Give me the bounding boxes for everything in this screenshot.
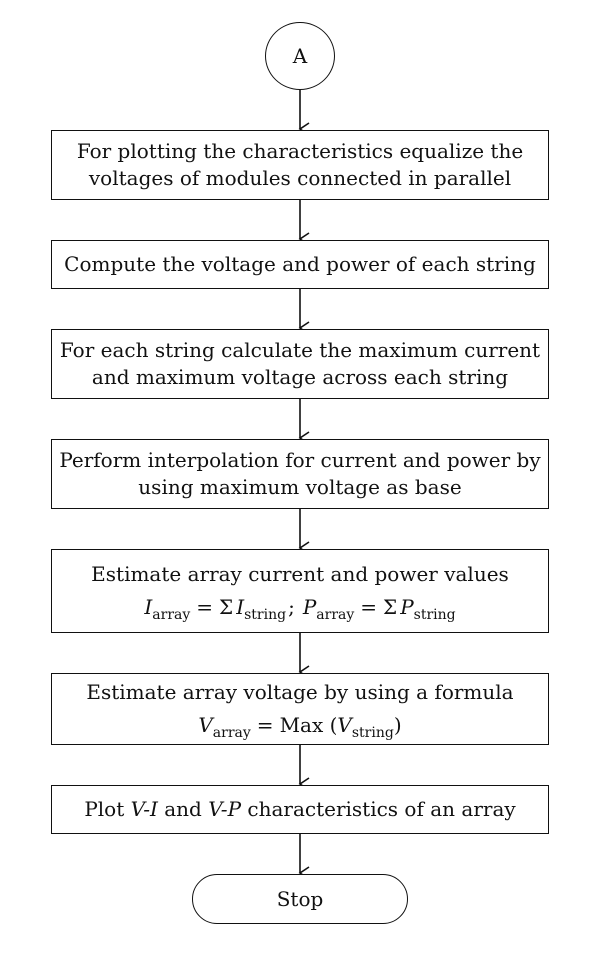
step-equalize-voltages-line-2: voltages of modules connected in paralle… [88, 166, 512, 190]
step-perform-interpolation: Perform interpolation for current and po… [51, 439, 549, 509]
connector-a: A [265, 22, 335, 90]
power-symbol: P [400, 595, 414, 619]
step-compute-string-voltage-power: Compute the voltage and power of each st… [51, 240, 549, 289]
step-equalize-voltages: For plotting the characteristics equaliz… [51, 130, 549, 200]
array-subscript: array [212, 725, 251, 741]
array-subscript: array [316, 607, 355, 623]
open-parenthesis: ( [329, 713, 338, 737]
array-voltage-formula: Varray=Max (Vstring) [198, 712, 402, 741]
equals-sign: = [256, 713, 274, 737]
voltage-symbol: V [337, 713, 352, 737]
string-subscript: string [244, 607, 287, 623]
step-compute-string-voltage-power-text: Compute the voltage and power of each st… [64, 252, 536, 276]
vi-label: V-I [130, 797, 158, 821]
step-equalize-voltages-line-1: For plotting the characteristics equaliz… [76, 139, 524, 163]
step-calculate-max-current-voltage: For each string calculate the maximum cu… [51, 329, 549, 399]
voltage-symbol: V [198, 713, 213, 737]
max-function: Max [279, 713, 324, 737]
equals-sign: = [196, 595, 214, 619]
plot-prefix: Plot [84, 797, 125, 821]
equals-sign: = [360, 595, 378, 619]
current-symbol: I [236, 595, 245, 619]
step-plot-characteristics-text: Plot V-I and V-P characteristics of an a… [84, 796, 515, 823]
vp-label: V-P [208, 797, 242, 821]
step-calculate-max-current-voltage-line-1: For each string calculate the maximum cu… [59, 338, 541, 362]
and-word: and [164, 797, 202, 821]
string-subscript: string [413, 607, 456, 623]
step-perform-interpolation-line-1: Perform interpolation for current and po… [59, 448, 541, 472]
power-symbol: P [302, 595, 317, 619]
formula-separator: ; [288, 595, 295, 619]
stop-label: Stop [276, 886, 324, 911]
step-plot-characteristics: Plot V-I and V-P characteristics of an a… [51, 785, 549, 834]
step-estimate-array-voltage: Estimate array voltage by using a formul… [51, 673, 549, 745]
current-symbol: I [144, 595, 153, 619]
summation-symbol: Σ [219, 595, 234, 619]
connector-a-label: A [292, 43, 308, 68]
step-calculate-max-current-voltage-line-2: and maximum voltage across each string [91, 365, 509, 389]
string-subscript: string [351, 725, 394, 741]
summation-symbol: Σ [383, 595, 398, 619]
step-estimate-array-current-power: Estimate array current and power values … [51, 549, 549, 633]
step-estimate-array-current-power-text: Estimate array current and power values [91, 562, 509, 586]
step-estimate-array-voltage-text: Estimate array voltage by using a formul… [86, 680, 514, 704]
array-subscript: array [152, 607, 191, 623]
plot-suffix: characteristics of an array [247, 797, 516, 821]
close-parenthesis: ) [393, 713, 402, 737]
stop-terminal: Stop [192, 874, 408, 924]
step-perform-interpolation-line-2: using maximum voltage as base [138, 475, 462, 499]
